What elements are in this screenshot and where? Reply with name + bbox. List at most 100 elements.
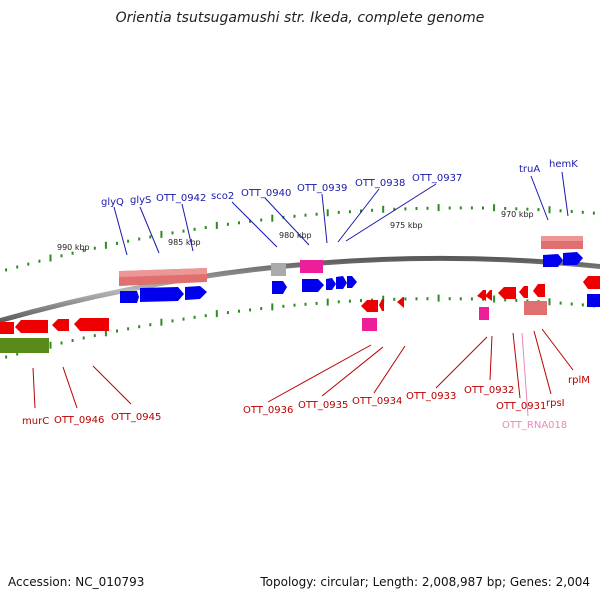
forward-gene (272, 281, 287, 294)
tick-mark (393, 297, 396, 301)
tick-mark (360, 209, 362, 213)
tick-mark (260, 307, 263, 311)
leader-line (435, 336, 488, 389)
reverse-gene (583, 276, 600, 289)
gene-label-OTT_RNA018: OTT_RNA018 (502, 420, 567, 431)
reverse-gene (74, 318, 109, 331)
tick-mark (193, 315, 196, 319)
gene-label-glyQ: glyQ (101, 197, 124, 208)
leader-line (139, 206, 160, 254)
gene-label-sco2: sco2 (211, 191, 234, 202)
tick-mark (127, 239, 130, 243)
tick-mark (249, 219, 252, 223)
tick-mark (459, 297, 462, 301)
tick-mark (60, 341, 63, 345)
tick-mark (204, 314, 207, 318)
tick-mark (215, 310, 218, 318)
tick-mark (537, 208, 540, 212)
tick-mark (459, 206, 462, 210)
tick-mark (182, 229, 185, 233)
leader-line (231, 201, 278, 248)
scale-label-970: 970 kbp (501, 210, 534, 219)
reverse-gene (15, 320, 48, 333)
tick-mark (526, 207, 529, 211)
tick-mark (238, 221, 240, 225)
tick-mark (326, 209, 329, 217)
gene-label-OTT_0932: OTT_0932 (464, 385, 514, 396)
tick-mark (60, 254, 63, 258)
scale-labels: 990 kbp 985 kbp 980 kbp 975 kbp 970 kbp (57, 210, 534, 252)
forward-gene (185, 286, 207, 300)
tick-mark (127, 327, 130, 331)
tick-mark (592, 211, 595, 215)
leader-line (373, 345, 406, 394)
map-title: Orientia tsutsugamushi str. Ikeda, compl… (115, 10, 485, 26)
tick-mark (404, 297, 407, 301)
tick-mark (570, 210, 573, 213)
tick-mark (393, 207, 396, 211)
trna-feature (479, 307, 489, 320)
tick-mark (215, 221, 218, 229)
tick-mark (304, 302, 307, 306)
forward-gene (347, 276, 357, 288)
leader-line (62, 366, 78, 409)
forward-gene (302, 279, 324, 292)
tick-mark (193, 227, 196, 231)
tick-mark (493, 204, 496, 212)
gene-label-OTT_0934: OTT_0934 (352, 396, 402, 407)
leader-line (345, 183, 437, 242)
tick-mark (426, 206, 429, 210)
upper-labels: glyQ glyS OTT_0942 sco2 OTT_0940 OTT_093… (101, 159, 578, 208)
leader-line (512, 332, 521, 399)
tick-mark (337, 210, 340, 214)
tick-mark (470, 297, 473, 301)
leader-line (32, 367, 36, 409)
gene-label-OTT_0935: OTT_0935 (298, 400, 348, 411)
leader-line (321, 346, 384, 397)
gene-label-hemK: hemK (549, 159, 578, 170)
tick-mark (415, 297, 418, 301)
tick-mark (426, 297, 429, 301)
tick-mark (271, 303, 274, 311)
gene-label-truA: truA (519, 164, 540, 175)
reverse-gene (519, 286, 528, 298)
tick-mark (515, 207, 518, 211)
leader-line (264, 197, 310, 246)
tick-mark (5, 355, 8, 359)
leader-line (561, 171, 569, 217)
leader-line (489, 335, 493, 381)
tick-mark (404, 207, 407, 211)
tick-mark (82, 249, 85, 253)
leader-line (92, 365, 132, 405)
tick-mark (581, 303, 584, 307)
tick-mark (304, 213, 307, 217)
tick-mark (16, 352, 19, 356)
leader-line (541, 328, 574, 371)
gene-label-rpsI: rpsI (546, 398, 565, 409)
tick-mark (226, 311, 229, 315)
genome-summary-text: Topology: circular; Length: 2,008,987 bp… (260, 575, 590, 589)
tick-mark (515, 298, 518, 302)
leader-line (533, 330, 552, 395)
tick-mark (448, 206, 451, 210)
tick-mark (116, 329, 118, 333)
tick-mark (93, 246, 96, 250)
tick-mark (470, 206, 473, 210)
forward-gene (120, 291, 139, 303)
gene-features (0, 236, 600, 353)
forward-gene (140, 287, 184, 302)
leader-line (267, 344, 372, 403)
tick-mark (71, 251, 74, 255)
reverse-gene (533, 284, 545, 297)
leader-line (521, 332, 529, 417)
tick-mark (348, 210, 351, 214)
tick-mark (260, 218, 263, 222)
tick-mark (38, 259, 41, 263)
tick-mark (548, 206, 551, 214)
gene-label-murC: murC (22, 416, 49, 427)
reverse-gene (485, 290, 492, 301)
leader-line (181, 203, 194, 252)
tick-mark (559, 301, 562, 305)
gene-label-OTT_0942: OTT_0942 (156, 193, 206, 204)
scale-label-975: 975 kbp (390, 221, 423, 230)
